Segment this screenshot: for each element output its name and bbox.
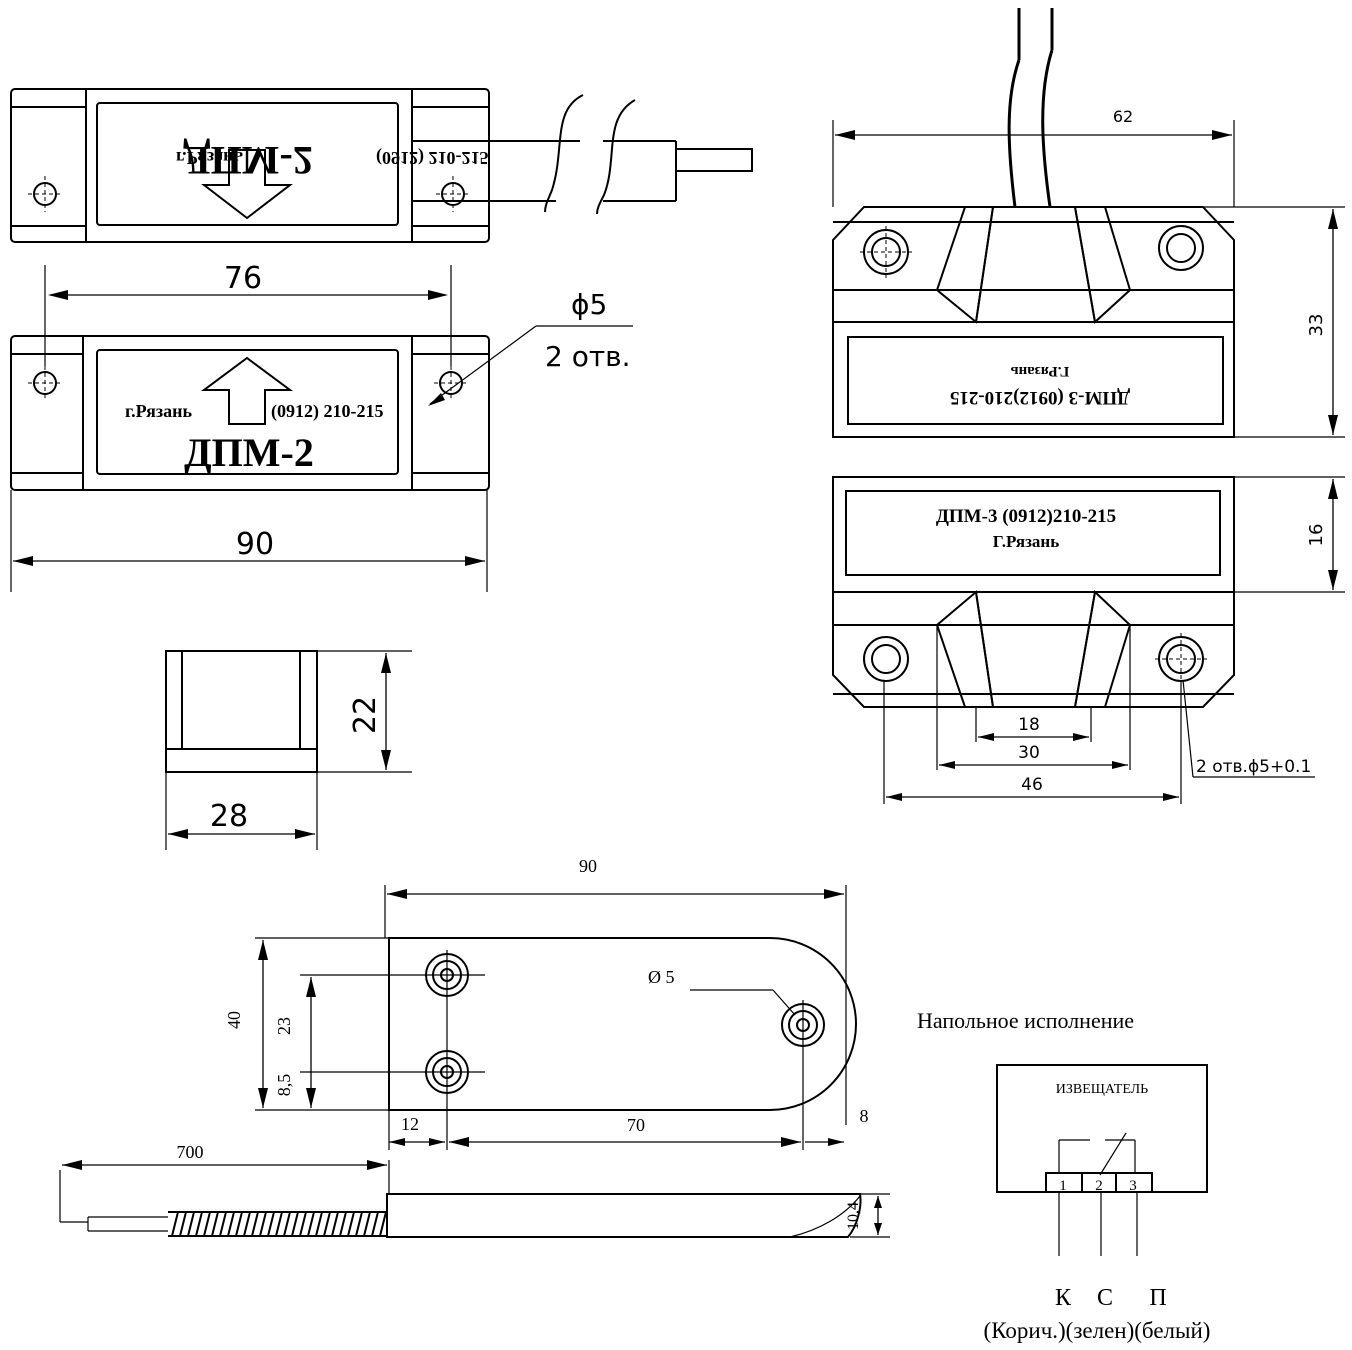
wire-k: К: [1055, 1285, 1072, 1311]
floor-dim-90: 90: [579, 856, 597, 876]
hole-count-label: 2 отв.: [545, 340, 631, 373]
dpm2-top-city: г.Рязань: [176, 148, 244, 168]
circuit-diagram: ИЗВЕЩАТЕЛЬ 1 2 3 К С П (Корич.)(зелен)(б…: [984, 1064, 1211, 1343]
floor-side-view: 700 10,4: [59, 1142, 890, 1238]
floor-dim-8-5: 8,5: [274, 1074, 294, 1097]
dim-76: 76: [224, 261, 262, 296]
hole-dia-label: ϕ5: [571, 288, 607, 321]
wire-colors: (Корич.)(зелен)(белый): [984, 1318, 1211, 1343]
pin-3: 3: [1129, 1178, 1137, 1194]
dpm3-top-label2: Г.Рязань: [1011, 363, 1070, 379]
floor-dim-700: 700: [177, 1142, 204, 1162]
dpm3-top-label1: ДПМ-3 (0912)210-215: [950, 387, 1130, 408]
pin-2: 2: [1095, 1178, 1103, 1194]
dim-16: 16: [1306, 524, 1327, 547]
cable-spiral: [168, 1211, 387, 1237]
circuit-title: ИЗВЕЩАТЕЛЬ: [1056, 1082, 1148, 1097]
dpm2-front-phone: (0912) 210-215: [271, 401, 383, 422]
dpm3-bottom-label1: ДПМ-3 (0912)210-215: [936, 506, 1116, 527]
dpm3-bottom-view: ДПМ-3 (0912)210-215 Г.Рязань 16 18 30 46…: [832, 476, 1345, 804]
dpm2-top-model: ДПМ-2: [183, 138, 313, 183]
floor-dim-8: 8: [860, 1106, 869, 1126]
dim-22: 22: [348, 696, 383, 734]
dpm3-holes-label: 2 отв.ϕ5+0.1: [1196, 757, 1311, 777]
dpm3-bottom-label2: Г.Рязань: [993, 532, 1059, 551]
dpm2-front-view: г.Рязань (0912) 210-215 ДПМ-2 76 90 ϕ5 2…: [10, 261, 633, 592]
dim-28: 28: [210, 799, 248, 834]
wire-p: П: [1149, 1285, 1166, 1311]
floor-hole-label: Ø 5: [648, 967, 675, 987]
dim-33: 33: [1306, 314, 1327, 337]
wire-c: С: [1097, 1285, 1113, 1311]
floor-dim-40: 40: [224, 1011, 244, 1029]
dim-46: 46: [1021, 775, 1043, 795]
dpm2-front-city: г.Рязань: [125, 401, 193, 421]
dim-30: 30: [1018, 743, 1040, 763]
dim-62: 62: [1113, 107, 1133, 126]
dpm2-side-view: 22 28: [165, 650, 412, 850]
dpm2-top-view: ДПМ-2 (0912) 210-215 г.Рязань: [10, 88, 753, 243]
floor-dim-70: 70: [627, 1115, 645, 1135]
dpm2-top-phone: (0912) 210-215: [376, 147, 488, 168]
floor-dim-12: 12: [401, 1114, 419, 1134]
floor-dim-10-4: 10,4: [845, 1202, 862, 1230]
floor-dim-23: 23: [274, 1017, 294, 1035]
dim-18: 18: [1018, 715, 1040, 735]
dim-90-top: 90: [236, 527, 274, 562]
dpm3-top-view: ДПМ-3 (0912)210-215 Г.Рязань 62 33: [832, 8, 1345, 438]
floor-top-view: 90 Ø 5 40 23 8,5 12 70: [224, 856, 869, 1150]
pin-1: 1: [1059, 1178, 1067, 1194]
dpm2-front-model: ДПМ-2: [184, 430, 314, 475]
floor-caption: Напольное исполнение: [917, 1008, 1134, 1033]
